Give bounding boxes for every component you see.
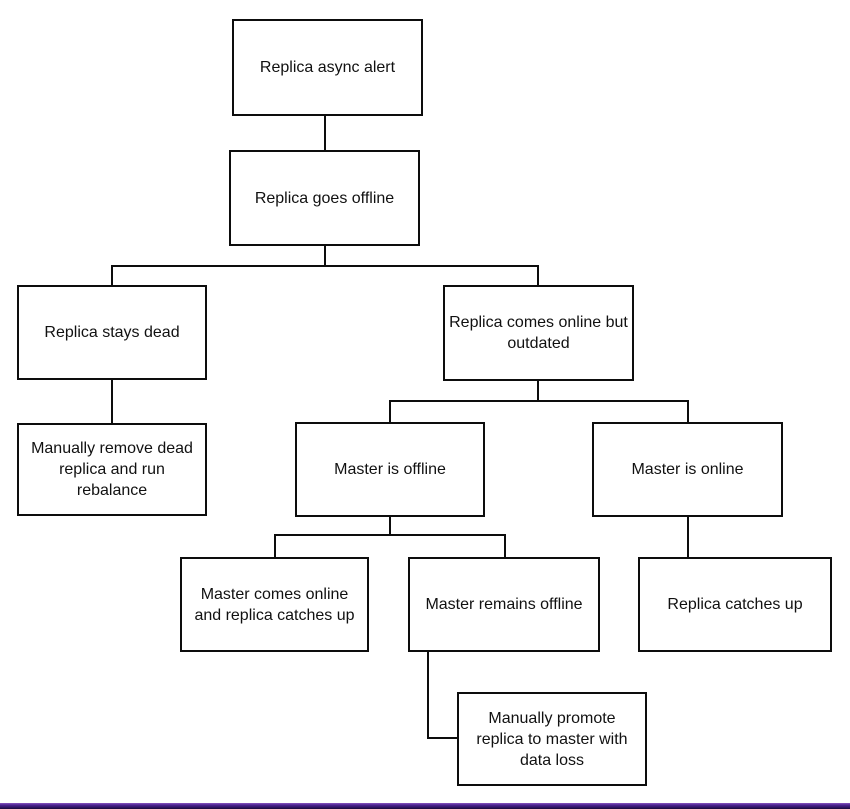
connector-branch-to-master-online xyxy=(687,400,689,423)
node-manually-remove-dead-replica: Manually remove dead replica and run reb… xyxy=(17,423,207,516)
connector-branch-to-master-offline xyxy=(389,400,391,423)
node-master-is-offline: Master is offline xyxy=(295,422,485,517)
connector-master-offline-branch-bar xyxy=(274,534,506,536)
node-replica-catches-up: Replica catches up xyxy=(638,557,832,652)
connector-stays-dead-to-remove xyxy=(111,379,113,424)
node-label: Manually promote replica to master with … xyxy=(476,709,628,769)
connector-goes-offline-stub xyxy=(324,245,326,267)
connector-branch-to-stays-dead xyxy=(111,265,113,287)
node-label: Master remains offline xyxy=(425,596,583,613)
node-replica-goes-offline: Replica goes offline xyxy=(229,150,420,246)
connector-goes-offline-branch-bar xyxy=(111,265,539,267)
node-label: Replica comes online but outdated xyxy=(449,314,628,352)
connector-branch-to-master-remains-offline xyxy=(504,534,506,558)
node-label: Replica goes offline xyxy=(254,189,395,207)
connector-remains-offline-elbow-vertical xyxy=(427,651,429,739)
node-master-is-online: Master is online xyxy=(592,422,783,517)
connector-branch-to-master-comes-online xyxy=(274,534,276,558)
node-replica-stays-dead: Replica stays dead xyxy=(17,285,207,380)
node-label: Manually remove dead replica and run reb… xyxy=(31,440,193,499)
node-label: Replica catches up xyxy=(667,596,803,613)
node-replica-comes-online-but-outdated: Replica comes online but outdated xyxy=(443,285,634,381)
connector-master-online-to-catches-up xyxy=(687,516,689,558)
node-label: Master is offline xyxy=(334,461,446,478)
node-label: Master comes online and replica catches … xyxy=(194,585,355,624)
connector-remains-offline-elbow-horizontal xyxy=(427,737,458,739)
node-label: Replica stays dead xyxy=(44,324,180,341)
connector-comes-online-branch-bar xyxy=(389,400,689,402)
node-master-comes-online-replica-catches-up: Master comes online and replica catches … xyxy=(180,557,369,652)
connector-alert-to-goes-offline xyxy=(324,115,326,151)
node-manually-promote-replica: Manually promote replica to master with … xyxy=(457,692,647,786)
bottom-accent-bar xyxy=(0,803,850,809)
connector-branch-to-comes-online xyxy=(537,265,539,286)
node-label: Master is online xyxy=(631,461,744,478)
connector-master-offline-stub xyxy=(389,516,391,536)
node-replica-async-alert: Replica async alert xyxy=(232,19,423,116)
connector-comes-online-stub xyxy=(537,380,539,402)
node-master-remains-offline: Master remains offline xyxy=(408,557,600,652)
node-label: Replica async alert xyxy=(259,59,396,76)
